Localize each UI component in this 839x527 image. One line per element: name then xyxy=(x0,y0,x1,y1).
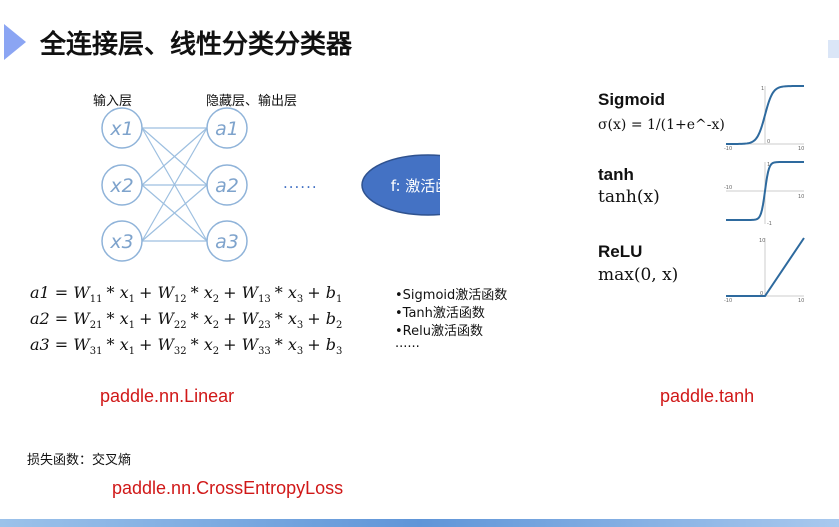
node-label: a2 xyxy=(215,175,239,197)
node-label: a3 xyxy=(215,231,239,253)
relu-name: ReLU xyxy=(598,242,643,261)
relu-plot: 10 0 -10 10 xyxy=(724,237,805,304)
tick: 0 xyxy=(767,139,770,145)
tick: 10 xyxy=(798,146,804,152)
equation: a1 = W11* x1+ W12* x2+ W13* x3+ b1 xyxy=(30,283,343,306)
relu-curve xyxy=(726,237,805,297)
linear-api: paddle.nn.Linear xyxy=(100,386,235,406)
tanh-name: tanh xyxy=(598,165,634,184)
bullet-more: ...... xyxy=(395,336,420,351)
tick: -10 xyxy=(724,298,732,304)
corner-decoration xyxy=(828,40,839,58)
loss-api: paddle.nn.CrossEntropyLoss xyxy=(112,478,344,498)
tick: 10 xyxy=(798,194,804,200)
relu-formula: max(0, x) xyxy=(598,265,679,285)
loss-label: 损失函数：交叉熵 xyxy=(27,453,132,468)
page-title: 全连接层、线性分类分类器 xyxy=(40,30,353,60)
network-edge xyxy=(141,127,208,242)
hidden-layer-label: 隐藏层、输出层 xyxy=(206,94,298,109)
tick: -10 xyxy=(724,185,732,191)
equation: a2 = W21* x1+ W22* x2+ W23* x3+ b2 xyxy=(30,309,343,332)
tanh-formula: tanh(x) xyxy=(598,187,660,207)
network-edge xyxy=(141,184,208,242)
sigmoid-formula: σ(x) = 1/(1+e^-x) xyxy=(598,117,725,133)
network-edge xyxy=(141,127,208,186)
node-label: x2 xyxy=(109,175,133,197)
bottom-bar xyxy=(0,519,839,527)
bullet-relu: •Relu激活函数 xyxy=(395,324,483,339)
activation-ellipse xyxy=(361,154,440,216)
network-node xyxy=(101,107,143,149)
network-node xyxy=(101,220,143,262)
tick: 1 xyxy=(761,86,764,92)
bullet-sigmoid: •Sigmoid激活函数 xyxy=(395,288,508,303)
tanh-curve xyxy=(726,161,804,221)
network-node xyxy=(101,164,143,206)
network-node xyxy=(206,220,248,262)
network-node xyxy=(206,107,248,149)
tick: 10 xyxy=(759,238,765,244)
network-diagram: x1 x2 x3 a1 a2 a3 xyxy=(101,107,440,262)
tick: 10 xyxy=(798,298,804,304)
node-label: x1 xyxy=(109,118,133,140)
tick: -10 xyxy=(724,146,732,152)
activation-label: f: 激活函数 xyxy=(390,177,466,195)
tick: 1 xyxy=(767,162,770,168)
tanh-plot: 1 -1 -10 10 xyxy=(724,161,804,227)
network-node xyxy=(206,164,248,206)
title-arrow-icon xyxy=(4,24,26,60)
bullet-tanh: •Tanh激活函数 xyxy=(395,306,485,321)
node-label: a1 xyxy=(215,118,239,140)
equation: a3 = W31* x1+ W32* x2+ W33* x3+ b3 xyxy=(30,335,343,358)
tick: -1 xyxy=(767,221,772,227)
sigmoid-name: Sigmoid xyxy=(598,90,666,109)
sigmoid-curve xyxy=(725,85,805,145)
input-layer-label: 输入层 xyxy=(93,94,133,109)
tick: 0 xyxy=(760,291,763,297)
more-layers-ellipsis: ...... xyxy=(283,174,318,192)
tanh-api: paddle.tanh xyxy=(660,386,755,406)
node-label: x3 xyxy=(109,231,133,253)
